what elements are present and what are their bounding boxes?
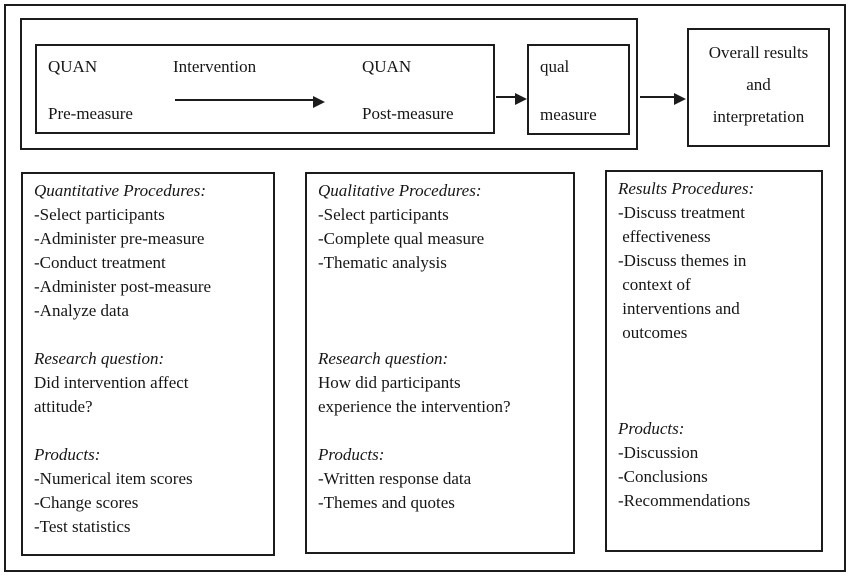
text-line [318, 419, 567, 443]
overall-results-line: Overall results [708, 43, 809, 62]
text-line: -Discuss treatment [618, 203, 745, 222]
text-line: -Thematic analysis [318, 253, 447, 272]
text-line: Results Procedures: [618, 179, 755, 198]
text-line: Research question: [34, 349, 165, 368]
text-line: -Test statistics [34, 517, 131, 536]
pre-measure-label: Pre-measure [48, 104, 133, 123]
text-line: How did participants [318, 373, 461, 392]
results-procedures-box: Results Procedures: -Discuss treatment e… [605, 170, 823, 552]
text-line [34, 323, 267, 347]
text-line [618, 369, 815, 393]
text-line: -Themes and quotes [318, 493, 455, 512]
text-line: Products: [618, 419, 685, 438]
text-line: -Discussion [618, 443, 699, 462]
text-line: -Administer post-measure [34, 277, 212, 296]
quan-post-label: QUAN [362, 57, 412, 76]
quan-measures-box: QUAN Intervention QUAN Pre-measure Post-… [35, 44, 495, 134]
quan-pre-label: QUAN [48, 57, 98, 76]
text-line: attitude? [34, 397, 93, 416]
text-line [318, 323, 567, 347]
text-line: -Select participants [34, 205, 165, 224]
text-line: -Conclusions [618, 467, 708, 486]
measure-label: measure [540, 105, 597, 124]
text-line [34, 419, 267, 443]
text-line: Research question: [318, 349, 449, 368]
to-overall-results-arrow-icon [640, 93, 686, 105]
post-measure-label: Post-measure [362, 104, 454, 123]
text-line [618, 345, 815, 369]
quan-to-qual-arrow-icon [496, 93, 527, 105]
text-line: experience the intervention? [318, 397, 511, 416]
overall-results-line: and [746, 75, 771, 94]
qual-measure-box: qual measure [527, 44, 630, 135]
text-line: interventions and [618, 299, 740, 318]
text-line: Qualitative Procedures: [318, 181, 482, 200]
intervention-label: Intervention [173, 57, 257, 76]
text-line: Did intervention affect [34, 373, 189, 392]
text-line: -Numerical item scores [34, 469, 193, 488]
text-line: -Complete qual measure [318, 229, 485, 248]
text-line: -Conduct treatment [34, 253, 166, 272]
text-line: outcomes [618, 323, 688, 342]
text-line: -Written response data [318, 469, 472, 488]
text-line: effectiveness [618, 227, 711, 246]
text-line: -Discuss themes in [618, 251, 747, 270]
text-line: context of [618, 275, 691, 294]
overall-results-line: interpretation [712, 107, 805, 126]
text-line: -Change scores [34, 493, 139, 512]
text-line: -Recommendations [618, 491, 751, 510]
quantitative-procedures-box: Quantitative Procedures: -Select partici… [21, 172, 275, 556]
text-line: -Analyze data [34, 301, 129, 320]
text-line: Products: [318, 445, 385, 464]
intervention-arrow-icon [175, 96, 325, 108]
text-line: -Select participants [318, 205, 449, 224]
text-line: Quantitative Procedures: [34, 181, 207, 200]
qualitative-procedures-box: Qualitative Procedures: -Select particip… [305, 172, 575, 554]
text-line: Products: [34, 445, 101, 464]
text-line: -Administer pre-measure [34, 229, 205, 248]
text-line [618, 393, 815, 417]
text-line [318, 275, 567, 299]
text-line [318, 299, 567, 323]
overall-results-box: Overall results and interpretation [687, 28, 830, 147]
qual-label: qual [540, 57, 570, 76]
